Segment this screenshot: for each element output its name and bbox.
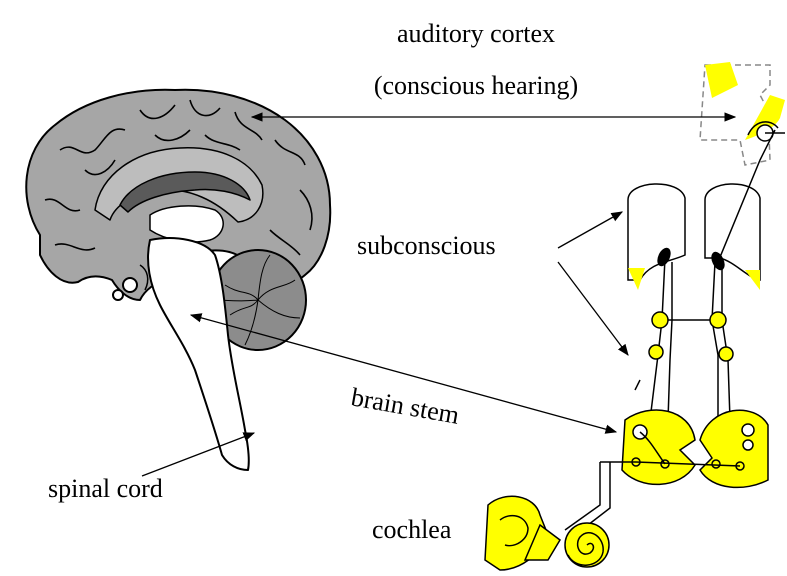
cochlear-nucleus-right: [700, 410, 768, 487]
thalamic-structure-right: [705, 184, 760, 280]
auditory-pathway-illustration: [485, 62, 785, 570]
label-conscious-hearing: (conscious hearing): [374, 71, 578, 100]
label-brain-stem: brain stem: [349, 382, 461, 429]
arrow-subconscious-lower: [558, 262, 628, 355]
thalamic-structure-left: [628, 184, 685, 280]
thalamus: [150, 206, 223, 242]
cochlear-nucleus-left: [622, 410, 695, 484]
label-auditory-cortex: auditory cortex: [397, 19, 555, 48]
label-subconscious: subconscious: [357, 231, 496, 260]
label-cochlea: cochlea: [372, 515, 452, 544]
arrow-subconscious-upper: [558, 212, 622, 248]
label-spinal-cord: spinal cord: [48, 474, 163, 503]
brain-illustration: [26, 90, 330, 470]
